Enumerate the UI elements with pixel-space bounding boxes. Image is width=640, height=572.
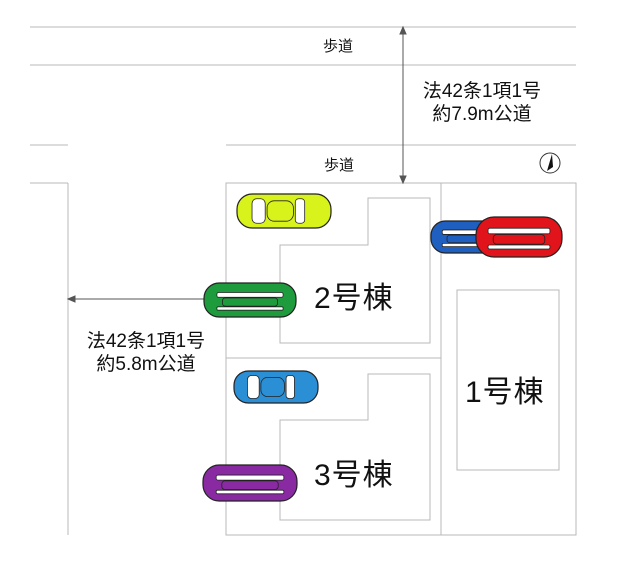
road-west-line2: 約5.8m公道 [96, 354, 196, 375]
building-2-footprint [279, 197, 431, 344]
building-3-footprint [279, 373, 431, 521]
road-label-north: 法42条1項1号 約7.9m公道 [407, 80, 557, 126]
site-boundary [225, 182, 577, 536]
building-2-label: 2号棟 [314, 282, 394, 315]
car-lime [236, 193, 332, 229]
car-red [475, 216, 563, 258]
building-1-footprint [456, 289, 560, 471]
arrow-head [399, 25, 407, 35]
building-3-label: 3号棟 [314, 459, 394, 492]
car-blue-light [233, 370, 319, 404]
road-west-line1: 法42条1項1号 [86, 331, 206, 352]
arrow-head [66, 295, 76, 303]
car-purple [202, 464, 298, 502]
car-green [203, 282, 297, 318]
sidewalk-label-bottom: 歩道 [324, 157, 355, 174]
road-north-line2: 約7.9m公道 [432, 104, 532, 125]
road-label-west: 法42条1項1号 約5.8m公道 [71, 330, 221, 376]
building-1-label: 1号棟 [465, 376, 545, 409]
sidewalk-label-top: 歩道 [323, 38, 354, 55]
arrow-head [399, 175, 407, 185]
road-north-line1: 法42条1項1号 [422, 81, 542, 102]
north-arrow-icon [539, 152, 561, 174]
